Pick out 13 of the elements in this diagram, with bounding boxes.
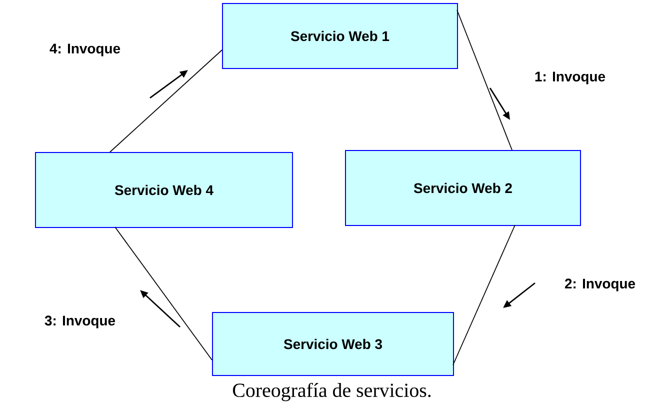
service-box: Servicio Web 3 xyxy=(212,312,454,376)
service-box: Servicio Web 2 xyxy=(345,150,581,226)
edge-label: 2: Invoque xyxy=(564,278,636,292)
connector-line xyxy=(110,50,222,152)
edge-label: 4: Invoque xyxy=(50,44,120,56)
connector-line xyxy=(114,226,212,360)
service-box: Servicio Web 1 xyxy=(222,3,458,69)
connector-line xyxy=(456,10,512,150)
connector-line xyxy=(452,224,516,366)
edge-label: 1: Invoque xyxy=(535,72,606,84)
service-box: Servicio Web 4 xyxy=(35,152,293,228)
edge-label: 3: Invoque xyxy=(44,316,116,328)
caption: Coreografía de servicios. xyxy=(232,382,431,402)
